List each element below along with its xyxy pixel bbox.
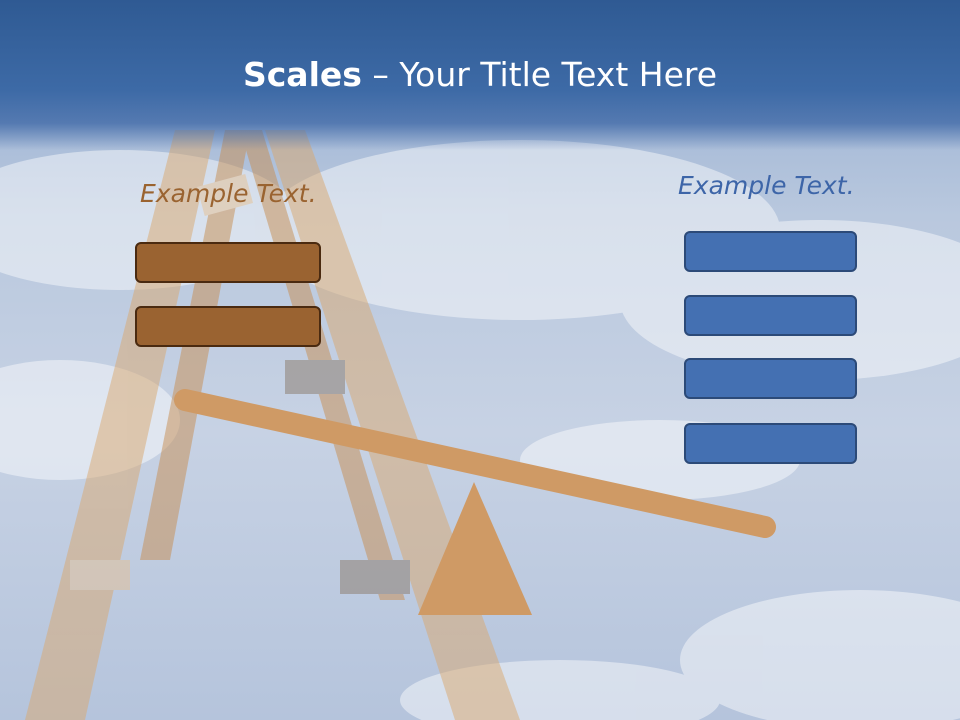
right-box-4 — [684, 423, 857, 464]
right-box-1 — [684, 231, 857, 272]
left-box-2 — [135, 306, 321, 347]
left-box-1 — [135, 242, 321, 283]
scale-fulcrum — [418, 482, 532, 615]
left-label: Example Text. — [140, 179, 317, 208]
scale-beam — [174, 389, 776, 538]
right-box-2 — [684, 295, 857, 336]
right-box-3 — [684, 358, 857, 399]
title-bar: Scales – Your Title Text Here — [0, 0, 960, 150]
title-text: – Your Title Text Here — [361, 55, 718, 94]
slide-title: Scales – Your Title Text Here — [0, 52, 960, 98]
right-label: Example Text. — [678, 171, 855, 200]
title-bold: Scales — [242, 55, 362, 94]
